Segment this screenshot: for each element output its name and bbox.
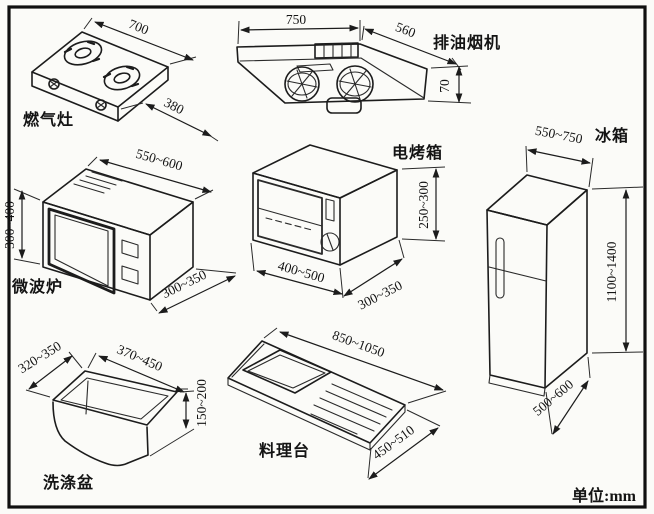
range-hood-drawing <box>236 42 428 114</box>
hood-fan-icon <box>336 65 374 103</box>
fridge-height-dim: 1100~1400 <box>604 241 619 302</box>
fridge-drawing <box>486 174 588 397</box>
hood-depth-dim: 560 <box>393 19 418 40</box>
oven-drawing <box>252 144 398 266</box>
microwave-height-dim: 300~400 <box>2 201 17 249</box>
counter-drainboard-grooves <box>310 383 393 435</box>
range-hood-group: 750 560 70 排油烟机 <box>236 12 501 114</box>
microwave-label: 微波炉 <box>11 277 63 296</box>
counter-label: 料理台 <box>259 441 310 460</box>
stove-knob-icon <box>95 99 107 111</box>
border-frame <box>7 5 647 509</box>
oven-control-slot <box>325 198 335 222</box>
oven-height-dim: 250~300 <box>416 181 431 229</box>
unit-note: 单位:mm <box>572 486 637 505</box>
microwave-door-window <box>47 207 116 295</box>
microwave-buttons <box>121 239 139 285</box>
stove-knob-icon <box>48 78 60 90</box>
hood-fan-icon <box>284 66 320 102</box>
hood-light-cover <box>326 97 362 114</box>
fridge-handle <box>495 237 505 299</box>
fridge-label: 冰箱 <box>595 126 629 145</box>
oven-knob-icon <box>320 232 340 252</box>
range-hood-dimensions: 750 560 70 <box>237 12 472 104</box>
range-hood-label: 排油烟机 <box>433 33 501 52</box>
stove-width-dim: 700 <box>126 16 151 38</box>
hood-width-dim: 750 <box>286 12 307 27</box>
hood-height-dim: 70 <box>437 79 452 93</box>
gas-stove-group: 700 380 燃气灶 <box>23 16 219 142</box>
gas-stove-label: 燃气灶 <box>23 110 74 129</box>
oven-label: 电烤箱 <box>392 143 443 162</box>
basin-label: 洗涤盆 <box>43 473 94 492</box>
basin-height-dim: 150~200 <box>194 379 209 427</box>
